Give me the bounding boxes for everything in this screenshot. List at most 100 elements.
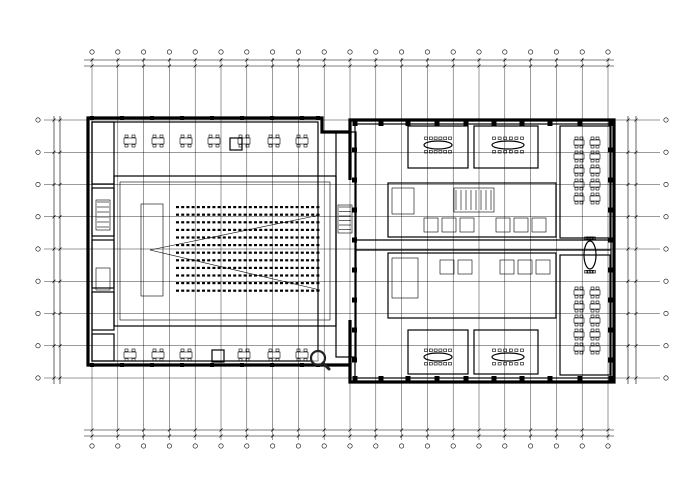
seat xyxy=(202,282,205,285)
dimension-tick xyxy=(348,428,352,432)
dimension-tick xyxy=(626,118,630,122)
desk-group xyxy=(151,348,165,362)
seat xyxy=(238,221,242,224)
seat xyxy=(300,213,304,216)
seat xyxy=(259,282,263,285)
elevator xyxy=(517,259,533,275)
desk xyxy=(123,137,137,145)
seat xyxy=(212,206,216,209)
chair xyxy=(590,323,595,327)
seat xyxy=(259,228,263,231)
desk xyxy=(573,345,585,352)
seat xyxy=(207,251,211,254)
seat xyxy=(207,228,211,231)
seat xyxy=(186,213,190,216)
elevator xyxy=(423,217,439,233)
chair xyxy=(497,348,502,352)
chair xyxy=(590,286,595,290)
seat xyxy=(191,228,195,231)
seat xyxy=(274,251,278,254)
desk-group xyxy=(573,328,585,341)
seat xyxy=(254,274,257,277)
chair xyxy=(590,136,595,140)
chair xyxy=(443,362,448,366)
seat xyxy=(248,228,252,231)
seat xyxy=(259,244,263,247)
dimension-tick xyxy=(141,428,146,432)
grid-bubble xyxy=(89,443,95,449)
seat xyxy=(274,213,278,216)
seat xyxy=(217,282,221,285)
conference-table xyxy=(423,348,453,366)
seat xyxy=(254,221,257,224)
seat xyxy=(217,236,221,239)
dimension-tick xyxy=(52,182,56,187)
grid-bubble xyxy=(502,443,508,449)
chair xyxy=(492,136,496,140)
column xyxy=(352,121,358,126)
grid-bubble xyxy=(424,49,430,55)
chair xyxy=(187,358,192,362)
chair xyxy=(245,358,250,362)
grid-bubble xyxy=(35,310,41,316)
grid-bubble xyxy=(244,49,250,55)
dimension-tick xyxy=(193,58,197,62)
seat xyxy=(295,221,299,224)
chair xyxy=(574,286,579,290)
seat xyxy=(295,289,299,292)
seat xyxy=(306,206,309,209)
chair xyxy=(579,295,584,299)
desk xyxy=(573,195,585,202)
column xyxy=(352,177,357,183)
grid-bubble xyxy=(295,443,301,449)
chair xyxy=(574,342,579,346)
chair xyxy=(579,136,584,140)
chair xyxy=(503,362,508,366)
seat xyxy=(285,221,289,224)
seat xyxy=(222,289,226,292)
desk xyxy=(267,137,281,145)
seat xyxy=(191,289,195,292)
office-east-south xyxy=(559,254,611,376)
desk-group xyxy=(295,348,309,362)
desk xyxy=(589,195,601,202)
seat xyxy=(233,244,237,247)
column xyxy=(180,363,184,367)
column xyxy=(405,121,411,126)
dimension-tick xyxy=(554,64,559,68)
chair xyxy=(124,348,129,352)
seat xyxy=(243,266,247,269)
seat xyxy=(280,266,283,269)
structural-columns xyxy=(90,116,614,381)
core-south xyxy=(387,252,557,319)
seat xyxy=(222,266,226,269)
seat xyxy=(191,213,195,216)
elevator xyxy=(499,259,515,275)
seat xyxy=(259,213,263,216)
seat xyxy=(274,206,278,209)
seat xyxy=(217,228,221,231)
grid-bubble xyxy=(35,117,41,123)
seat xyxy=(243,206,247,209)
column xyxy=(608,177,613,183)
chair xyxy=(590,178,595,182)
seat xyxy=(285,213,289,216)
seat xyxy=(217,244,221,247)
seat xyxy=(285,282,289,285)
sightline xyxy=(149,249,321,291)
dimension-tick xyxy=(167,434,172,438)
chair xyxy=(579,150,584,154)
seat xyxy=(228,251,231,254)
grid-bubble xyxy=(373,49,379,55)
dimension-tick xyxy=(141,58,146,62)
seat xyxy=(306,274,309,277)
chair xyxy=(438,136,443,140)
seat xyxy=(243,259,247,262)
dimension-tick xyxy=(554,428,559,432)
seat xyxy=(285,228,289,231)
chair xyxy=(592,270,596,274)
zoom-magnifier-icon[interactable] xyxy=(309,349,331,371)
grid-bubble xyxy=(476,443,482,449)
dimension-tick xyxy=(90,64,94,68)
desk-group xyxy=(589,164,601,177)
